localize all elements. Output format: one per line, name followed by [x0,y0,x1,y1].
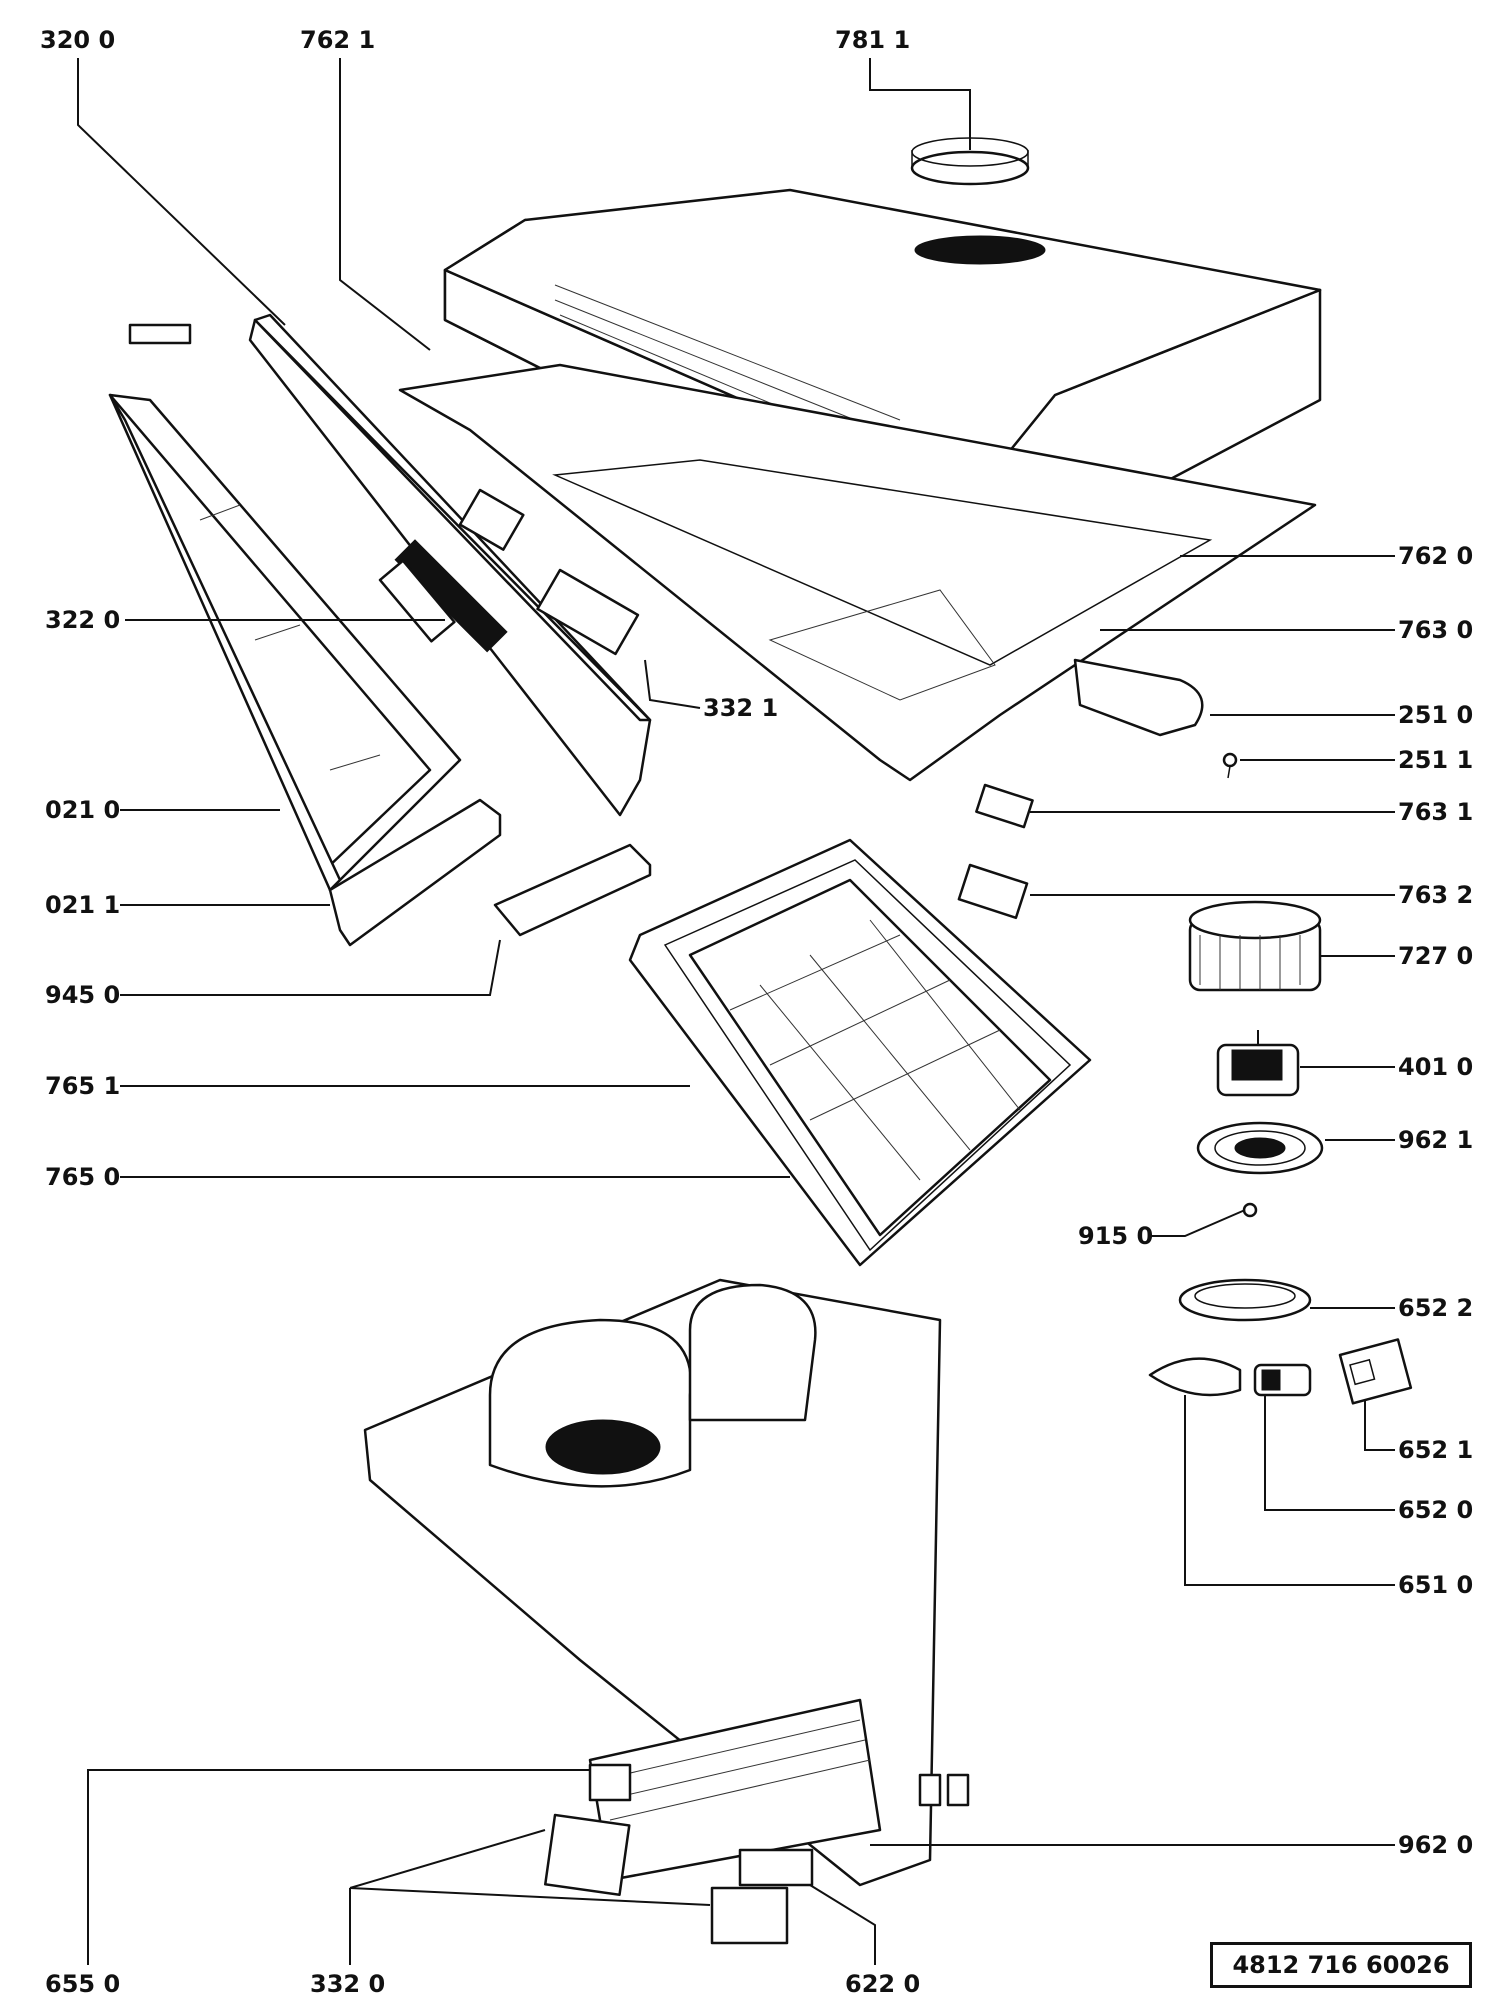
callout-332-0: 332 0 [310,1970,385,1998]
glass-frame-021-1 [328,798,502,947]
motor-401-0 [1216,1030,1300,1097]
callout-765-0: 765 0 [45,1163,120,1191]
blower-housing [363,1278,942,1887]
callout-332-1: 332 1 [703,694,778,722]
callout-622-0: 622 0 [845,1970,920,1998]
screw-251-1 [1222,752,1238,779]
front-panel-320-0 [248,313,652,817]
callout-762-0: 762 0 [1398,542,1473,570]
callout-322-0: 322 0 [45,606,120,634]
callout-320-0: 320 0 [40,26,115,54]
leader-lines [77,58,1395,1965]
callout-763-1: 763 1 [1398,798,1473,826]
callout-652-0: 652 0 [1398,1496,1473,1524]
callout-781-1: 781 1 [835,26,910,54]
callout-021-0: 021 0 [45,796,120,824]
lamp-cover-652-2 [1178,1278,1312,1322]
switch-652-1 [1338,1338,1413,1405]
switch-block-332-1 [458,488,640,656]
callout-915-0: 915 0 [1078,1222,1153,1250]
duct-collar-781-1 [910,137,1030,186]
callout-655-0: 655 0 [45,1970,120,1998]
callout-945-0: 945 0 [45,981,120,1009]
callout-labels: 320 0 762 1 781 1 762 0 763 0 251 0 251 … [40,26,1473,1998]
clip-763-1 [975,783,1034,829]
lamp-holder-652-0 [1253,1363,1312,1397]
bracket-945-0 [493,843,652,937]
callout-021-1: 021 1 [45,891,120,919]
callout-652-2: 652 2 [1398,1294,1473,1322]
callout-762-1: 762 1 [300,26,375,54]
callout-763-0: 763 0 [1398,616,1473,644]
callout-251-1: 251 1 [1398,746,1473,774]
callout-962-0: 962 0 [1398,1831,1473,1859]
callout-651-0: 651 0 [1398,1571,1473,1599]
base-tray [398,363,1317,782]
nut-915-0 [1242,1202,1258,1218]
callout-727-0: 727 0 [1398,942,1473,970]
document-number: 4812 716 60026 [1210,1942,1472,1988]
clip-763-2 [957,863,1029,920]
callout-251-0: 251 0 [1398,701,1473,729]
fan-wheel-727-0 [1188,900,1322,992]
bottom-clips [544,1763,970,1945]
callout-765-1: 765 1 [45,1072,120,1100]
motor-grille-962-1 [1196,1121,1324,1175]
lamp-tube-251-0 [1073,658,1204,737]
callout-962-1: 962 1 [1398,1126,1473,1154]
callout-401-0: 401 0 [1398,1053,1473,1081]
glass-panel-021-0 [108,323,462,892]
filter-765-1 [663,859,1072,1252]
callout-763-2: 763 2 [1398,881,1473,909]
filter-frame-765-0 [628,838,1092,1267]
callout-652-1: 652 1 [1398,1436,1473,1464]
bulb-651-0 [1148,1357,1242,1397]
